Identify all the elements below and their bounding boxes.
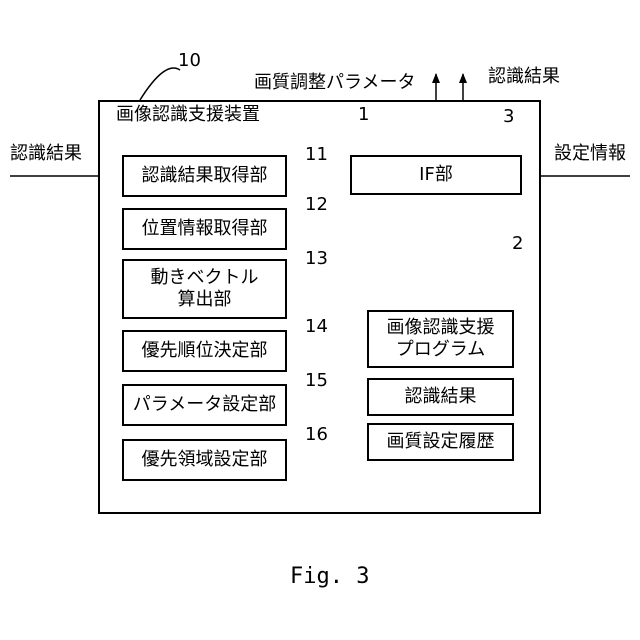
external-input-right: 設定情報 (554, 145, 626, 163)
device-title: 画像認識支援装置 (116, 106, 260, 124)
external-input-left: 認識結果 (10, 145, 82, 163)
unit-box-14: 優先順位決定部 (122, 330, 287, 372)
ref-interface: 3 (503, 108, 514, 126)
ref-unit-13: 13 (305, 250, 328, 268)
unit-box-11: 認識結果取得部 (122, 155, 287, 197)
ref-unit-16: 16 (305, 426, 328, 444)
ref-processor: 1 (358, 106, 369, 124)
external-output-results: 認識結果 (488, 68, 560, 86)
storage-item-results: 認識結果 (367, 378, 514, 416)
interface-box: IF部 (350, 155, 522, 195)
leader-line-10 (140, 68, 180, 100)
ref-unit-14: 14 (305, 318, 328, 336)
ref-storage: 2 (512, 235, 523, 253)
figure-caption: Fig. 3 (290, 566, 369, 588)
storage-item-history: 画質設定履歴 (367, 423, 514, 461)
ref-unit-11: 11 (305, 146, 328, 164)
unit-box-15: パラメータ設定部 (122, 384, 287, 426)
unit-box-12: 位置情報取得部 (122, 208, 287, 250)
ref-unit-15: 15 (305, 372, 328, 390)
ref-device: 10 (178, 52, 201, 70)
ref-unit-12: 12 (305, 196, 328, 214)
unit-box-16: 優先領域設定部 (122, 439, 287, 481)
unit-box-13: 動きベクトル 算出部 (122, 259, 287, 319)
external-output-params: 画質調整パラメータ (254, 74, 415, 92)
storage-item-program: 画像認識支援 プログラム (367, 310, 514, 368)
